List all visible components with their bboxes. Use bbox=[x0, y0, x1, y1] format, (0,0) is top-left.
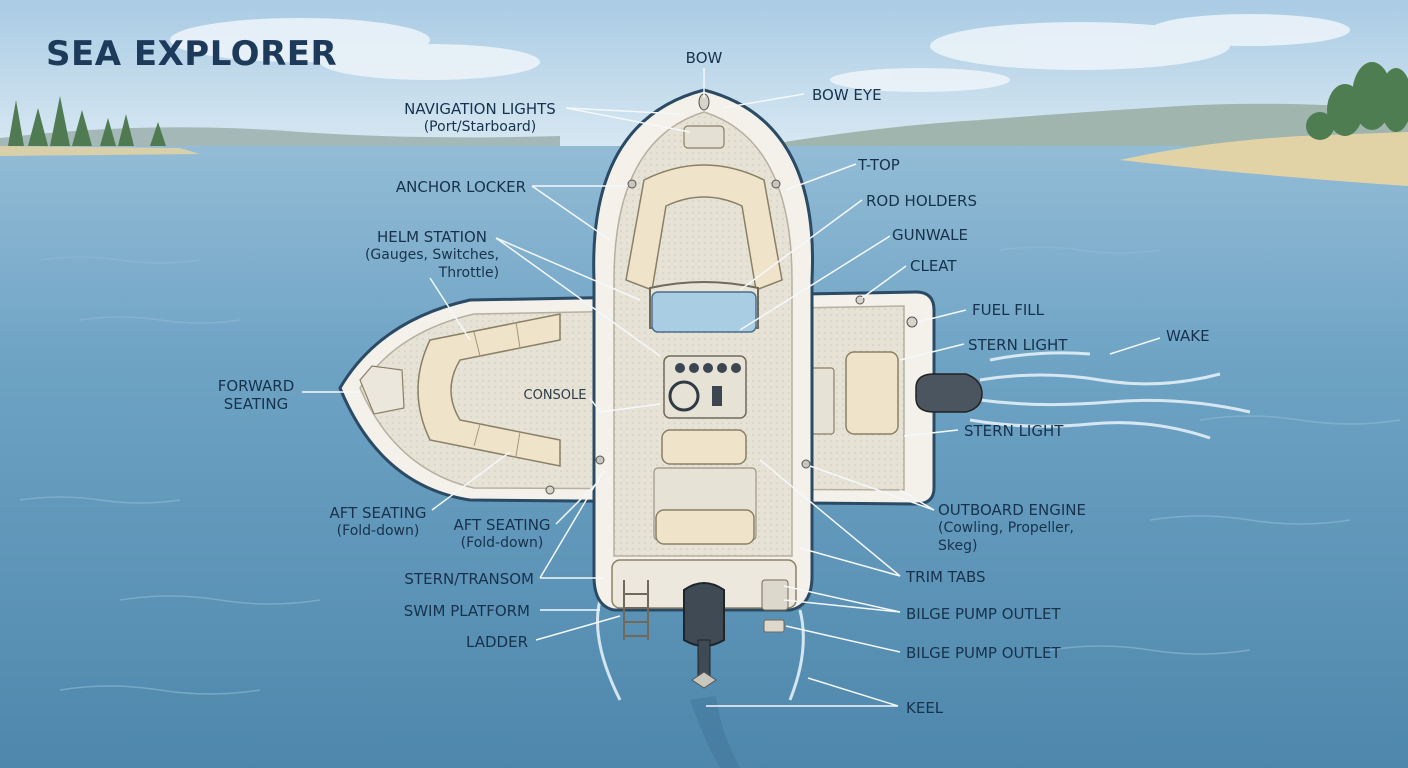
label-forward-seating-line2: SEATING bbox=[223, 395, 289, 413]
label-navigation-lights-sub: (Port/Starboard) bbox=[423, 119, 537, 135]
label-keel: KEEL bbox=[906, 699, 944, 717]
label-console: CONSOLE bbox=[523, 388, 587, 403]
label-aft-seating-left-title: AFT SEATING bbox=[329, 504, 427, 522]
label-rod-holders: ROD HOLDERS bbox=[866, 192, 977, 210]
label-swim-platform: SWIM PLATFORM bbox=[403, 602, 530, 620]
label-aft-seating-right-sub: (Fold-down) bbox=[460, 535, 544, 551]
ripples bbox=[19, 246, 1401, 695]
label-outboard-engine-title: OUTBOARD ENGINE bbox=[938, 501, 1086, 519]
shore-right bbox=[1120, 132, 1408, 186]
label-t-top: T-TOP bbox=[858, 156, 900, 174]
label-gunwale: GUNWALE bbox=[892, 226, 968, 244]
label-stern-light-lower: STERN LIGHT bbox=[964, 422, 1064, 440]
trees-left bbox=[8, 96, 166, 146]
wake-foam bbox=[596, 351, 1251, 701]
label-aft-seating-right: AFT SEATING (Fold-down) bbox=[453, 516, 550, 552]
label-forward-seating-line1: FORWARD bbox=[217, 377, 295, 395]
label-navigation-lights-title: NAVIGATION LIGHTS bbox=[404, 100, 556, 118]
label-ladder: LADDER bbox=[466, 633, 528, 651]
label-helm-station-sub2: Throttle) bbox=[438, 265, 500, 281]
label-cleat: CLEAT bbox=[910, 257, 957, 275]
label-anchor-locker: ANCHOR LOCKER bbox=[395, 178, 526, 196]
label-bilge-pump-outlet-1: BILGE PUMP OUTLET bbox=[906, 605, 1061, 623]
main-hull bbox=[592, 88, 815, 768]
label-fuel-fill: FUEL FILL bbox=[972, 301, 1044, 319]
shore-left bbox=[0, 146, 200, 156]
far-hills-right bbox=[760, 103, 1408, 150]
diagram-title: SEA EXPLORER bbox=[46, 34, 338, 74]
leader-lines bbox=[302, 68, 1161, 707]
label-aft-seating-left: AFT SEATING (Fold-down) bbox=[329, 504, 426, 540]
label-outboard-engine: OUTBOARD ENGINE (Cowling, Propeller, Ske… bbox=[938, 501, 1086, 555]
label-bilge-pump-outlet-2: BILGE PUMP OUTLET bbox=[906, 644, 1061, 662]
label-stern-light-upper: STERN LIGHT bbox=[968, 336, 1068, 354]
label-helm-station-sub1: (Gauges, Switches, bbox=[364, 247, 500, 263]
label-stern-transom: STERN/TRANSOM bbox=[404, 570, 534, 588]
far-hills-left bbox=[0, 127, 560, 150]
label-aft-seating-right-title: AFT SEATING bbox=[453, 516, 551, 534]
label-wake: WAKE bbox=[1166, 327, 1210, 345]
label-helm-station: HELM STATION (Gauges, Switches, Throttle… bbox=[365, 228, 499, 282]
label-trim-tabs: TRIM TABS bbox=[906, 568, 986, 586]
trees-right bbox=[1306, 62, 1408, 140]
label-forward-seating: FORWARD SEATING bbox=[218, 377, 295, 413]
clouds bbox=[170, 14, 1350, 92]
label-aft-seating-left-sub: (Fold-down) bbox=[336, 523, 420, 539]
label-helm-station-title: HELM STATION bbox=[376, 228, 488, 246]
label-outboard-engine-sub2: Skeg) bbox=[938, 538, 978, 554]
label-bow: BOW bbox=[685, 49, 723, 67]
label-outboard-engine-sub1: (Cowling, Propeller, bbox=[938, 520, 1075, 536]
label-bow-eye: BOW EYE bbox=[812, 86, 882, 104]
label-navigation-lights: NAVIGATION LIGHTS (Port/Starboard) bbox=[404, 100, 556, 136]
